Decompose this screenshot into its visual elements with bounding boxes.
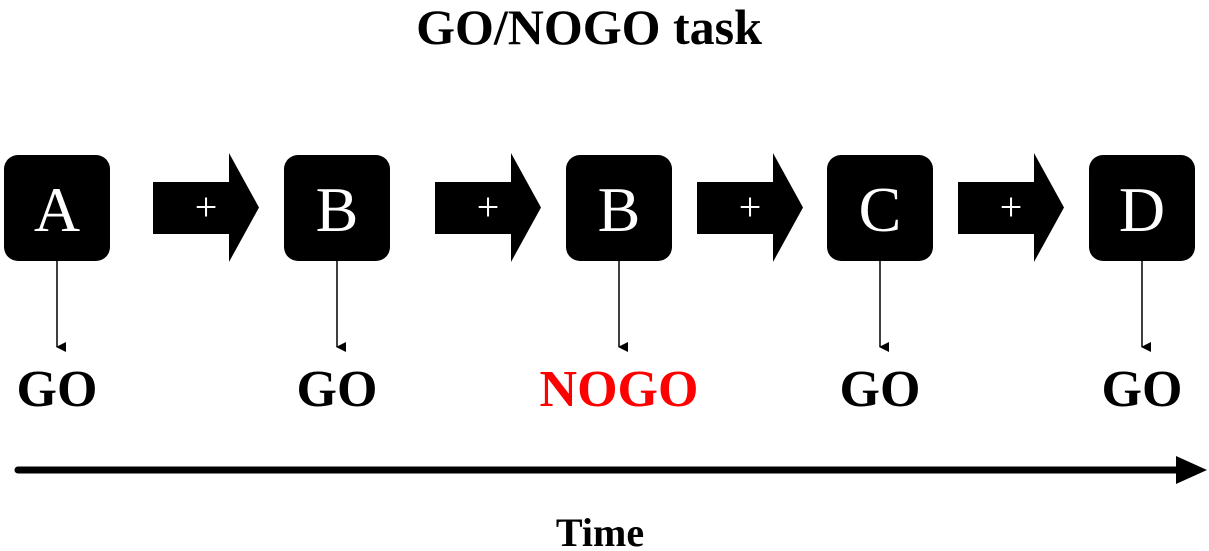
stimulus-box [827, 155, 933, 261]
response-label-nogo: NOGO [540, 361, 699, 418]
response-label-go: GO [17, 361, 98, 418]
stimulus-box [284, 155, 390, 261]
trial-2: B GO [284, 155, 390, 418]
stimulus-letter: B [598, 174, 641, 245]
trial-sequence: A GO B GO B NOGO C GO D GO [4, 155, 1195, 418]
block-arrow [435, 153, 541, 262]
stimulus-box [566, 155, 672, 261]
transition-arrow-2: + [435, 153, 541, 262]
block-arrow [958, 153, 1064, 262]
transition-arrow-1: + [153, 153, 259, 262]
trial-4: C GO [827, 155, 933, 418]
stimulus-box [4, 155, 110, 261]
stimulus-box [1089, 155, 1195, 261]
fixation-plus: + [477, 185, 500, 230]
fixation-plus: + [739, 185, 762, 230]
response-label-go: GO [297, 361, 378, 418]
response-label-go: GO [1102, 361, 1183, 418]
trial-3: B NOGO [540, 155, 699, 418]
time-label: Time [556, 510, 644, 551]
time-axis [14, 456, 1207, 484]
stimulus-letter: D [1119, 174, 1165, 245]
block-arrow [697, 153, 803, 262]
transition-arrow-4: + [958, 153, 1064, 262]
fixation-plus: + [195, 185, 218, 230]
time-arrow-head [1176, 456, 1207, 484]
response-label-go: GO [840, 361, 921, 418]
trial-5: D GO [1089, 155, 1195, 418]
diagram-title: GO/NOGO task [416, 0, 762, 55]
stimulus-letter: A [34, 174, 80, 245]
stimulus-letter: C [859, 174, 902, 245]
transition-arrows: + + + + [153, 153, 1064, 262]
block-arrow [153, 153, 259, 262]
trial-1: A GO [4, 155, 110, 418]
fixation-plus: + [1000, 185, 1023, 230]
stimulus-letter: B [316, 174, 359, 245]
transition-arrow-3: + [697, 153, 803, 262]
